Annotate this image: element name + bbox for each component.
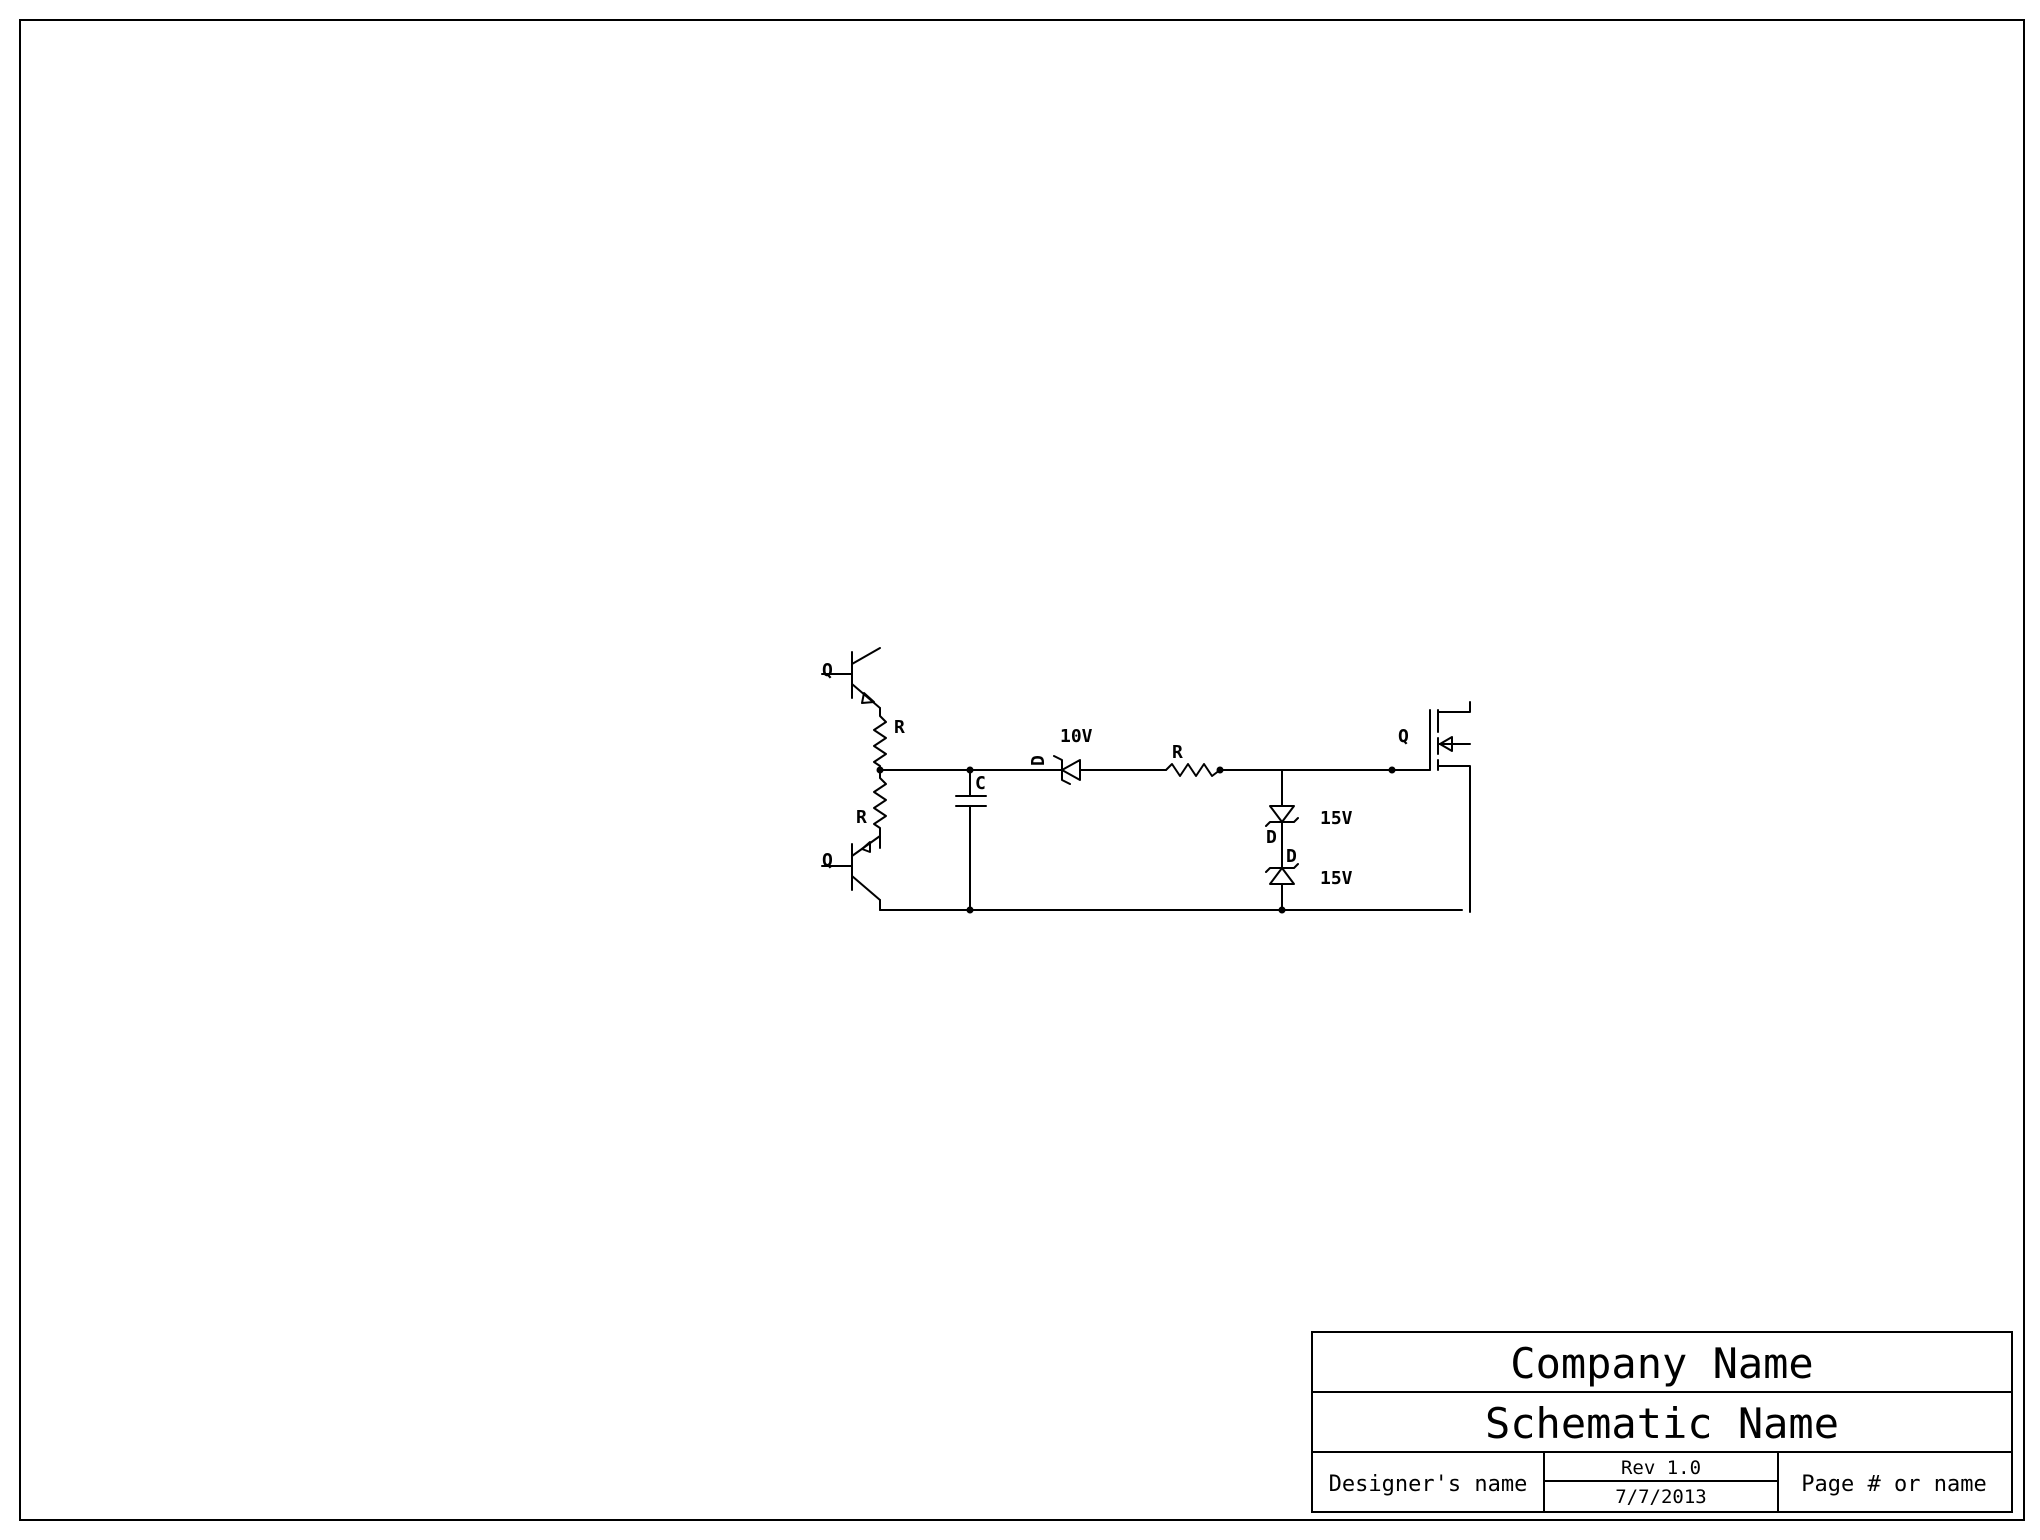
q-mosfet-label: Q [1398, 726, 1409, 747]
d-clamp-bottom-label: D [1286, 846, 1297, 867]
q-top-label: Q [822, 660, 833, 681]
designer-name: Designer's name [1329, 1472, 1528, 1497]
junction-dot [966, 906, 974, 914]
resistor-r-top: R [873, 707, 905, 771]
c-label: C [975, 773, 986, 794]
q-bottom-label: Q [822, 850, 833, 871]
revision: Rev 1.0 [1621, 1457, 1701, 1479]
transistor-q-top: Q [821, 647, 881, 709]
resistor-r-bottom: R [856, 769, 887, 849]
d-input-label: D [1028, 755, 1049, 766]
junction-dot [1388, 766, 1396, 774]
circuit: Q R R Q [821, 647, 1471, 914]
zener-diode-10v: D 10V [1028, 726, 1101, 785]
r-bottom-label: R [856, 807, 867, 828]
r-top-label: R [894, 717, 905, 738]
company-name: Company Name [1510, 1339, 1813, 1388]
junction-dot [1216, 766, 1224, 774]
zener-diode-15v-bottom: D 15V [1265, 846, 1353, 911]
title-block: Company Name Schematic Name Designer's n… [1311, 1331, 2013, 1513]
mosfet-q: Q [1391, 701, 1471, 913]
junction-dot [1278, 906, 1286, 914]
d-clamp-top-value: 15V [1320, 808, 1353, 829]
d-clamp-top-label: D [1266, 827, 1277, 848]
date: 7/7/2013 [1615, 1486, 1707, 1508]
junction-dot [966, 766, 974, 774]
r-series-label: R [1172, 742, 1183, 763]
transistor-q-bottom: Q [821, 835, 881, 911]
schematic-name: Schematic Name [1485, 1399, 1839, 1448]
sheet-border [19, 19, 2025, 1521]
resistor-r-series: R [1165, 742, 1221, 777]
d-clamp-bottom-value: 15V [1320, 868, 1353, 889]
junction-dot [876, 766, 884, 774]
junction-dots [876, 766, 1396, 914]
zener-diode-15v-top: D 15V [1265, 769, 1353, 861]
d-input-value: 10V [1060, 726, 1093, 747]
capacitor-c: C [955, 769, 987, 911]
page-name: Page # or name [1801, 1472, 1986, 1497]
